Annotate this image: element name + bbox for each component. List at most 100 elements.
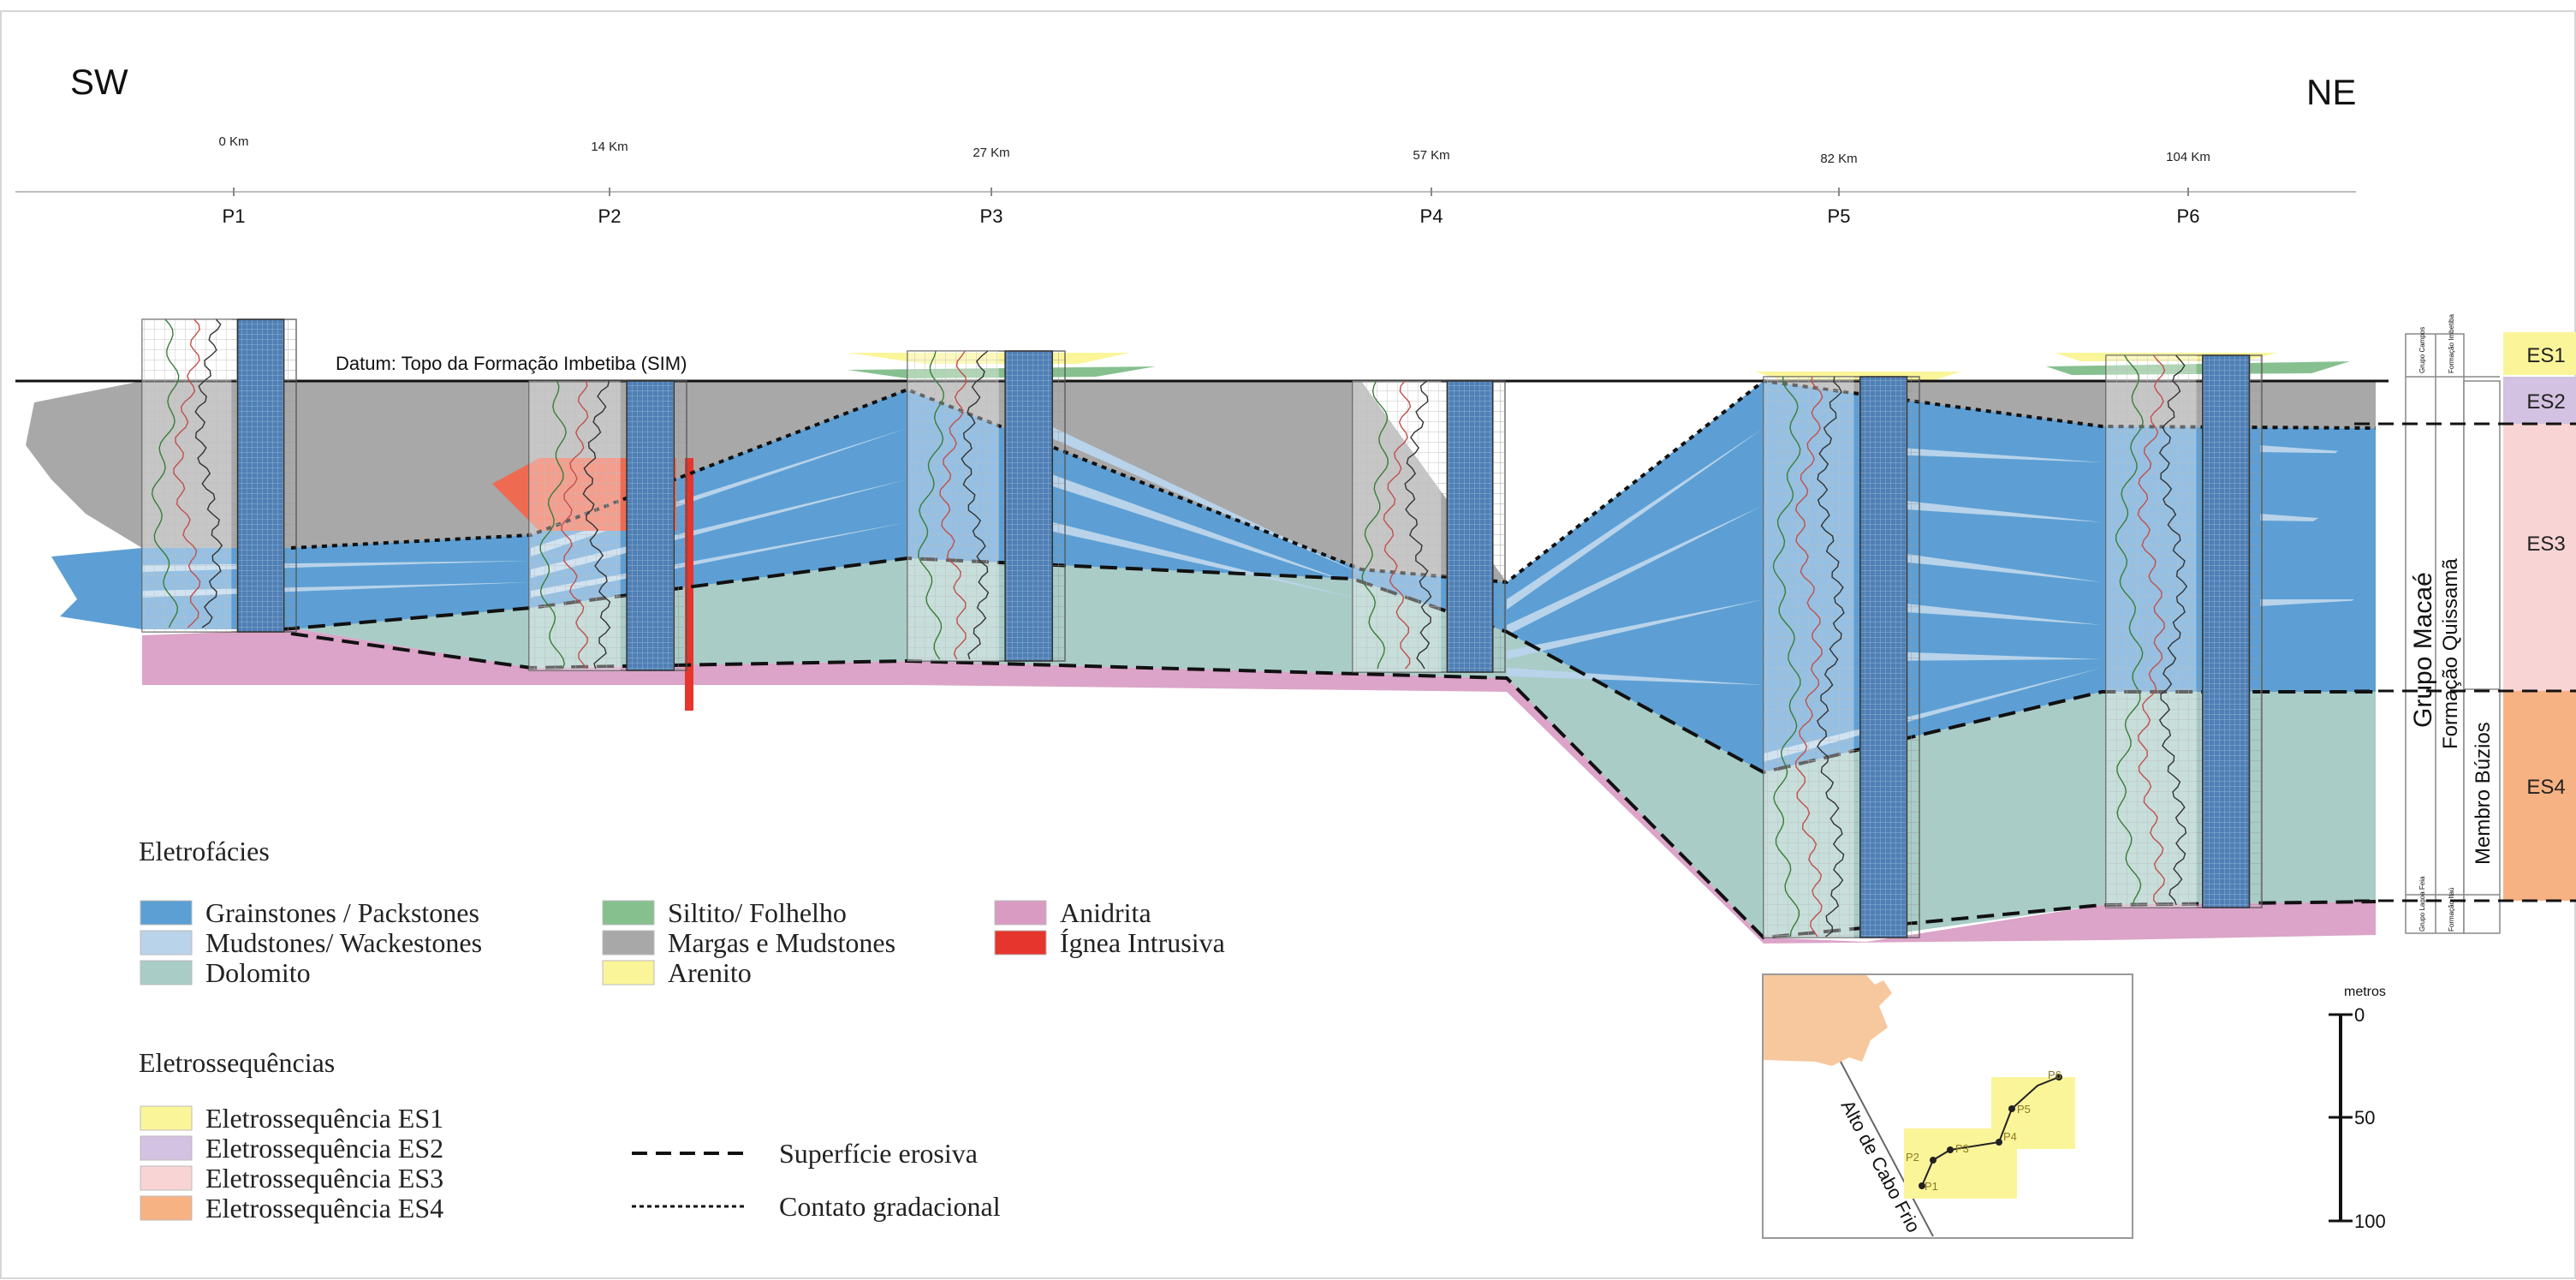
map-point-label: P6 — [2048, 1069, 2061, 1081]
well-name: P1 — [223, 205, 246, 227]
erosive-line-label: Superfície erosiva — [779, 1138, 978, 1169]
map-point — [2055, 1074, 2062, 1081]
line-legend: Superfície erosiva Contato gradacional — [632, 1138, 1001, 1222]
log-track-left — [1353, 381, 1442, 672]
facies-swatch — [140, 900, 193, 926]
sequence-label: ES2 — [2526, 390, 2565, 414]
core-column — [626, 380, 675, 671]
well-log-p5 — [1763, 376, 1920, 938]
core-column — [2202, 354, 2251, 908]
facies-swatch — [994, 900, 1047, 926]
facies-label: Anidrita — [1060, 897, 1151, 928]
well-name: P6 — [2177, 205, 2200, 227]
facies-swatch — [140, 960, 193, 985]
well-log-p2 — [528, 380, 687, 671]
well-columns — [141, 319, 2263, 938]
sequence-band-es4 — [2503, 691, 2576, 901]
sequence-swatch — [140, 1135, 193, 1161]
facies-legend-item: Mudstones/ Wackestones — [140, 927, 482, 958]
map-point — [1919, 1182, 1925, 1189]
scale-tick-label: 100 — [2354, 1211, 2386, 1232]
facies-label: Grainstones / Packstones — [205, 897, 479, 928]
log-track-left — [2106, 355, 2197, 908]
sequence-legend-item: Eletrossequência ES1 — [140, 1103, 443, 1134]
facies-label: Margas e Mudstones — [668, 927, 895, 958]
log-curve — [2137, 354, 2166, 906]
log-curve — [151, 319, 180, 628]
map-fault-line — [1840, 1061, 1934, 1237]
log-curve — [1383, 380, 1412, 670]
sequence-label: ES4 — [2526, 776, 2565, 799]
well-name: P2 — [598, 205, 622, 227]
log-track-left — [1764, 377, 1854, 938]
sequence-legend-item: Eletrossequência ES2 — [140, 1133, 443, 1164]
log-curve — [1794, 376, 1823, 938]
well-distance: 27 Km — [973, 146, 1009, 160]
well-log-p1 — [141, 319, 297, 633]
map-point — [1930, 1157, 1936, 1164]
log-curve — [918, 350, 944, 660]
well-distance: 0 Km — [218, 134, 248, 149]
sequence-legend-label: Eletrossequência ES1 — [205, 1103, 443, 1134]
facies-label: Arenito — [668, 957, 752, 988]
sequence-label: ES3 — [2526, 533, 2565, 556]
facies-label: Siltito/ Folhelho — [668, 897, 847, 928]
membro-label: Membro Búzios — [2472, 722, 2495, 865]
facies-swatch — [602, 930, 655, 956]
scale-title: metros — [2344, 985, 2386, 999]
sequence-band-es2 — [2503, 377, 2576, 424]
facies-swatch — [602, 960, 655, 985]
facies-legend-item: Margas e Mudstones — [602, 927, 895, 958]
grainstone-pinchout-left — [51, 548, 142, 629]
stratigraphy-column: Grupo Macaé Formação Quissamã Membro Búz… — [2405, 314, 2501, 934]
formacao-label: Formação Quissamã — [2439, 558, 2462, 749]
marl-pinchout-left — [26, 381, 142, 548]
datum-label: Datum: Topo da Formação Imbetiba (SIM) — [336, 353, 687, 374]
core-column — [1446, 380, 1494, 673]
facies-legend-item: Dolomito — [140, 957, 311, 988]
log-track-left — [907, 351, 999, 661]
map-point — [1996, 1139, 2002, 1146]
log-curve — [2158, 354, 2188, 906]
bottom-formacao-label: Formação Itaú — [2448, 887, 2455, 932]
facies-label: Dolomito — [205, 957, 311, 988]
sequence-swatch — [140, 1165, 193, 1191]
facies-label: Ígnea Intrusiva — [1060, 927, 1225, 958]
well-distance: 104 Km — [2166, 150, 2210, 164]
map-point — [2008, 1105, 2015, 1112]
facies-legend-item: Ígnea Intrusiva — [994, 927, 1225, 958]
facies-label: Mudstones/ Wackestones — [205, 927, 482, 958]
well-name: P4 — [1420, 205, 1443, 227]
well-log-p4 — [1352, 380, 1506, 673]
top-formacao-label: Formação Imbetiba — [2448, 314, 2455, 373]
log-curve — [1361, 380, 1389, 670]
top-grupo-label: Grupo Campos — [2418, 327, 2426, 373]
map-point-label: P3 — [1955, 1142, 1969, 1155]
map-point-label: P5 — [2017, 1103, 2031, 1116]
anhydrite-layer — [142, 629, 2376, 944]
sequence-legend-label: Eletrossequência ES3 — [205, 1163, 443, 1194]
direction-ne: NE — [2306, 72, 2356, 112]
core-column — [1859, 376, 1908, 938]
core-column — [1004, 350, 1054, 662]
grupo-label: Grupo Macaé — [2409, 572, 2437, 728]
map-study-area — [1904, 1077, 2075, 1199]
map-point-label: P4 — [2003, 1130, 2017, 1143]
log-curve — [939, 350, 967, 660]
well-distance: 57 Km — [1413, 148, 1449, 163]
sequence-band-es3 — [2503, 424, 2576, 691]
well-distance: 82 Km — [1820, 152, 1857, 166]
facies-legend-item: Grainstones / Packstones — [140, 897, 479, 928]
scale-tick-label: 0 — [2354, 1004, 2365, 1026]
log-curve — [1772, 376, 1801, 938]
well-name: P5 — [1828, 205, 1851, 227]
facies-swatch — [140, 930, 193, 956]
